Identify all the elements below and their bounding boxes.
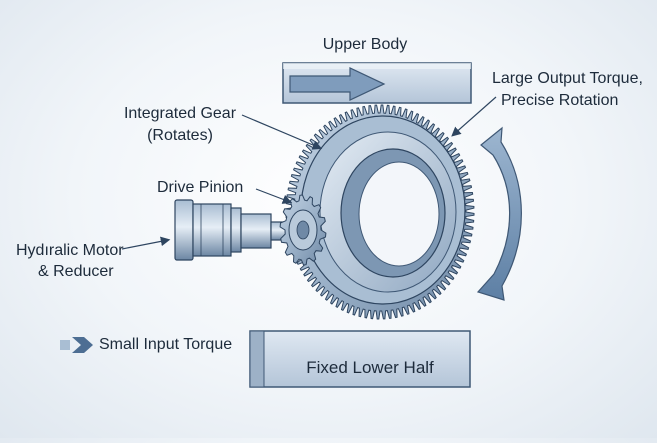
hydraulic-motor (174, 199, 294, 261)
small-input-bar (60, 340, 70, 350)
drive-pinion-label: Drive Pinion (157, 179, 244, 196)
motor-label-line2: & Reducer (38, 263, 114, 280)
small-input-label: Small Input Torque (99, 336, 233, 353)
leader-motor (121, 236, 171, 250)
small-input-chevron-icon (72, 337, 93, 353)
integrated-gear-label-line2: (Rotates) (147, 127, 213, 144)
large-output-label-line2: Precise Rotation (501, 92, 619, 109)
leader-integrated-gear (241, 114, 323, 150)
motor-label-line1: Hydıralic Motor (16, 242, 124, 259)
fixed-lower-label: Fixed Lower Half (306, 358, 434, 377)
leader-large-output (451, 96, 497, 137)
drive-pinion (279, 194, 327, 266)
rotation-arrow (476, 126, 522, 301)
upper-body-direction-arrow (289, 67, 386, 101)
leader-drive-pinion (255, 188, 293, 204)
integrated-gear (285, 104, 475, 320)
upper-body-block (282, 62, 472, 104)
large-output-label-line1: Large Output Torque, (492, 70, 643, 87)
integrated-gear-label-line1: Integrated Gear (123, 105, 237, 122)
upper-body-label: Upper Body (322, 36, 408, 53)
gear-bore (358, 161, 440, 267)
fixed-lower-block (249, 330, 471, 388)
